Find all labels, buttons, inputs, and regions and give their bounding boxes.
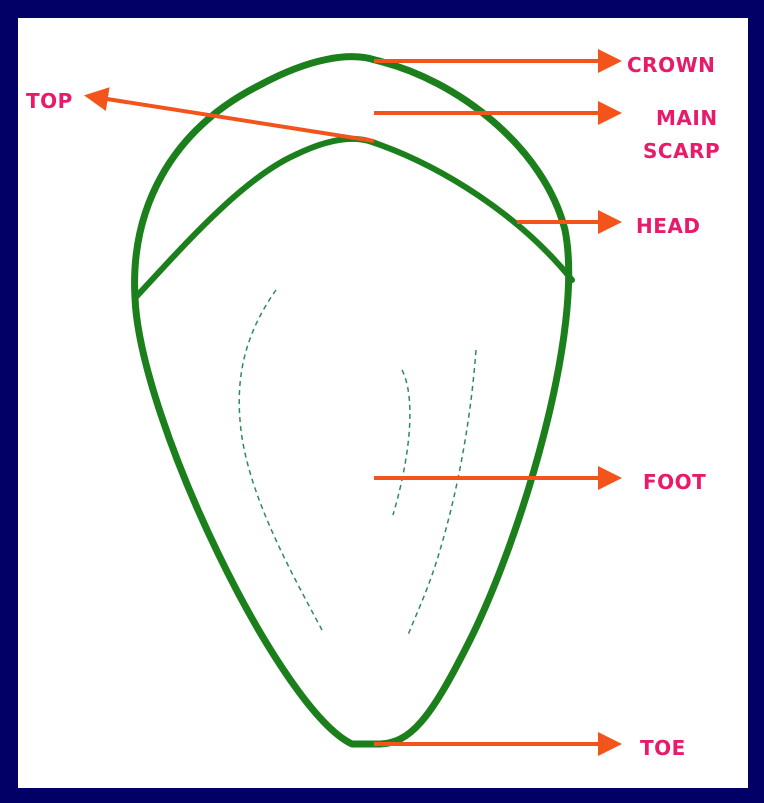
label-main-scarp-line1: MAIN xyxy=(656,106,718,130)
label-toe: TOE xyxy=(640,736,686,760)
label-foot: FOOT xyxy=(643,470,706,494)
deformation-line-right xyxy=(408,350,476,635)
label-crown: CROWN xyxy=(627,53,715,77)
deformation-line-center xyxy=(393,370,410,515)
label-top: TOP xyxy=(26,89,73,113)
main-scarp-curve xyxy=(135,139,572,298)
landslide-outline xyxy=(135,57,569,744)
deformation-line-left xyxy=(239,290,322,630)
label-head: HEAD xyxy=(636,214,700,238)
label-main-scarp-line2: SCARP xyxy=(643,139,720,163)
